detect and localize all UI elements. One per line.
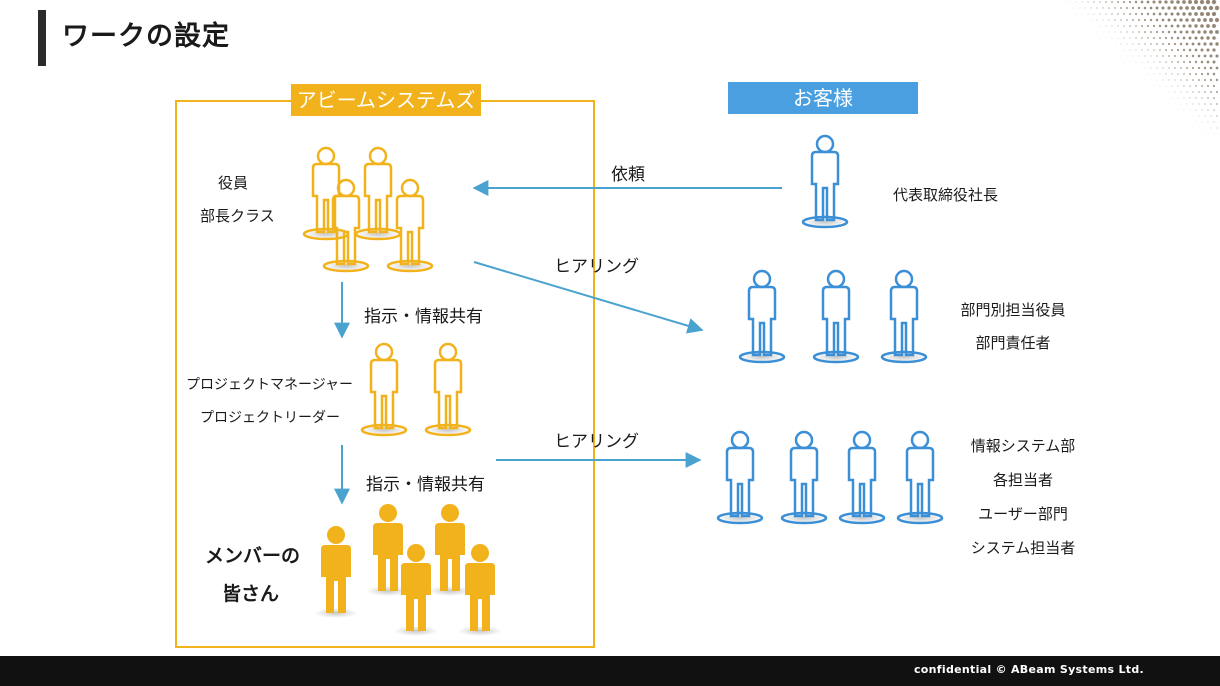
- client-president-label: 代表取締役社長: [893, 186, 999, 204]
- client-dept-officer-label: 部門別担当役員: [960, 301, 1066, 319]
- instruct-label-1: 指示・情報共有: [364, 307, 483, 327]
- client-system-staff-label: システム担当者: [970, 539, 1076, 557]
- page-title: ワークの設定: [62, 21, 230, 52]
- client-department-heads-icon: [738, 269, 928, 364]
- title-accent-bar: [38, 10, 46, 66]
- client-dept-head-label: 部門責任者: [975, 334, 1051, 352]
- abeam-pm-icon: [360, 342, 472, 437]
- client-staff-label: 各担当者: [992, 471, 1053, 489]
- hearing-label-1: ヒアリング: [554, 257, 639, 277]
- client-header: お客様: [728, 82, 918, 114]
- hearing-label-2: ヒアリング: [554, 432, 639, 452]
- hearing-arrow-1: [473, 261, 704, 334]
- client-user-dept-label: ユーザー部門: [978, 505, 1068, 523]
- request-label: 依頼: [611, 165, 645, 185]
- client-president-icon: [801, 134, 849, 229]
- abeam-executives-icon: [302, 146, 434, 273]
- members-label-1: メンバーの: [205, 545, 301, 567]
- instruct-label-2: 指示・情報共有: [366, 475, 485, 495]
- client-is-dept-label: 情報システム部: [970, 437, 1076, 455]
- abeam-header: アビームシステムズ: [291, 84, 481, 116]
- footer-bar: [0, 656, 1220, 686]
- footer-text: confidential © ABeam Systems Ltd.: [913, 663, 1144, 676]
- pm-label: プロジェクトマネージャー: [186, 377, 354, 393]
- client-staff-icon: [716, 430, 944, 525]
- abeam-manager-label: 部長クラス: [200, 207, 275, 225]
- pl-label: プロジェクトリーダー: [200, 410, 340, 426]
- members-label-2: 皆さん: [222, 583, 280, 605]
- dot-pattern-decoration: [1051, 0, 1220, 135]
- abeam-members-icon: [314, 504, 502, 636]
- abeam-executive-label: 役員: [218, 174, 249, 192]
